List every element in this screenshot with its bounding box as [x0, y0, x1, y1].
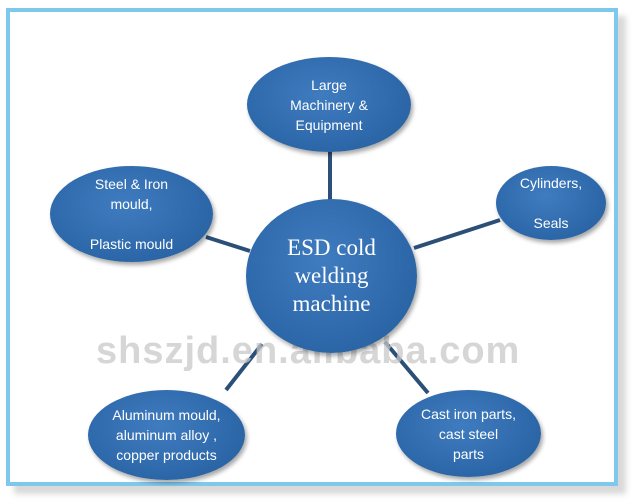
node-center: ESD cold welding machine — [246, 199, 417, 353]
node-left-label: Steel & Iron mould, Plastic mould — [89, 176, 174, 252]
node-bottom-right: Cast iron parts, cast steel parts — [396, 390, 541, 477]
node-top: Large Machinery & Equipment — [247, 57, 411, 152]
node-bottom-right-label: Cast iron parts, cast steel parts — [421, 405, 516, 462]
connector-left — [205, 235, 251, 253]
node-bottom-left-label: Aluminum mould, aluminum alloy , copper … — [112, 407, 221, 463]
connector-bottom-left — [224, 342, 264, 392]
node-right: Cylinders, Seals — [496, 166, 606, 240]
connector-bottom-right — [383, 340, 430, 395]
node-center-label: ESD cold welding machine — [287, 235, 376, 316]
node-right-label: Cylinders, Seals — [519, 175, 583, 231]
node-left: Steel & Iron mould, Plastic mould — [50, 166, 213, 262]
connector-right — [413, 218, 501, 250]
node-bottom-left: Aluminum mould, aluminum alloy , copper … — [88, 390, 245, 480]
node-top-label: Large Machinery & Equipment — [290, 76, 368, 133]
